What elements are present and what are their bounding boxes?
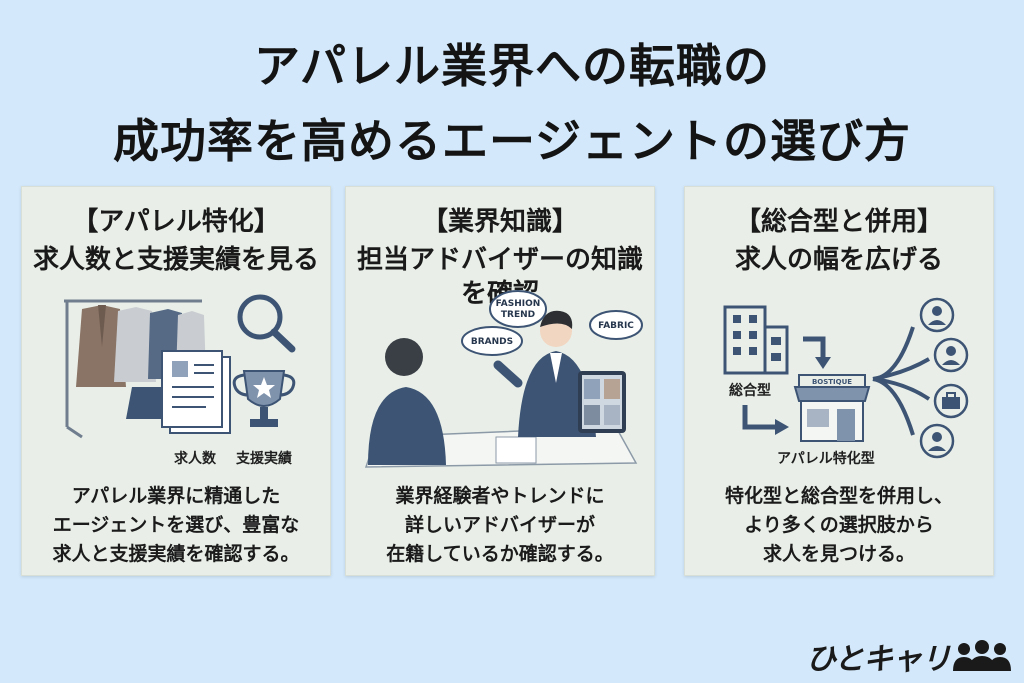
illustration-agent-types: 総合型 BOSTIQUE アパレル特化型	[723, 297, 969, 467]
card-combined-use: 【総合型と併用】 求人の幅を広げる 総合型 BOSTIQUE アパレル特化型	[684, 186, 994, 576]
client-person-icon	[368, 338, 446, 465]
label-apparel-type: アパレル特化型	[777, 450, 875, 467]
shop-sign-text: BOSTIQUE	[812, 378, 852, 386]
card-body: 業界経験者やトレンドに 詳しいアドバイザーが 在籍しているか確認する。	[346, 482, 654, 569]
label-general-type: 総合型	[729, 382, 771, 399]
bubble-text: TREND	[501, 310, 535, 320]
page-title-line-2: 成功率を高めるエージェントの選び方	[112, 114, 912, 168]
card-subheading: 求人の幅を広げる	[734, 245, 943, 275]
candidate-icons	[919, 297, 969, 459]
card-subheading: 求人数と支援実績を見る	[32, 245, 319, 275]
brand-logo: ひとキャリ	[806, 636, 1014, 677]
bubble-text: FASHION	[496, 299, 541, 309]
card-body-line: エージェントを選び、豊富な	[52, 514, 300, 536]
label-support-record: 支援実績	[235, 450, 292, 467]
bubble-text: BRANDS	[471, 337, 513, 347]
card-body-line: アパレル業界に精通した	[71, 485, 281, 507]
label-job-count: 求人数	[174, 450, 217, 467]
trophy-icon	[232, 370, 296, 427]
card-heading: 【総合型と併用】	[734, 207, 943, 237]
illustration-advisor-meeting: FASHION TREND BRANDS FABRIC	[364, 290, 643, 468]
illustration-clothing-jobs-trophy: 求人数 支援実績	[64, 294, 296, 467]
magnifying-glass-icon	[237, 294, 296, 353]
tablet-icon	[578, 371, 626, 433]
card-heading: 【業界知識】	[421, 207, 578, 237]
card-body-line: 求人を見つける。	[762, 543, 915, 565]
card-body: 特化型と総合型を併用し、 より多くの選択肢から 求人を見つける。	[685, 482, 993, 569]
card-body-line: 在籍しているか確認する。	[386, 543, 614, 565]
office-building-icon	[723, 305, 789, 375]
card-body-line: 詳しいアドバイザーが	[404, 514, 595, 536]
card-heading: 【アパレル特化】	[72, 207, 280, 237]
logo-text: ひとキャリ	[806, 642, 951, 677]
fabric-bubble: FABRIC	[589, 310, 643, 340]
brands-bubble: BRANDS	[461, 326, 523, 356]
arrow-down-right-icon	[742, 336, 831, 435]
card-body-line: より多くの選択肢から	[744, 514, 934, 536]
card-body: アパレル業界に精通した エージェントを選び、豊富な 求人と支援実績を確認する。	[22, 482, 330, 569]
advisor-person-icon	[493, 310, 596, 437]
job-documents-icon	[161, 350, 231, 434]
people-icon	[953, 640, 1012, 671]
boutique-store-icon: BOSTIQUE	[793, 374, 871, 442]
fashion-trend-bubble: FASHION TREND	[489, 290, 547, 328]
card-body-line: 業界経験者やトレンドに	[395, 485, 605, 507]
card-body-line: 求人と支援実績を確認する。	[52, 543, 300, 565]
card-industry-knowledge: 【業界知識】 担当アドバイザーの知識を確認 FASHION	[345, 186, 655, 576]
page-title-line-1: アパレル業界への転職の	[253, 39, 771, 93]
bubble-text: FABRIC	[598, 321, 634, 331]
card-body-line: 特化型と総合型を併用し、	[724, 485, 953, 507]
card-apparel-specialized: 【アパレル特化】 求人数と支援実績を見る	[21, 186, 331, 576]
branch-arrows-icon	[872, 326, 931, 436]
